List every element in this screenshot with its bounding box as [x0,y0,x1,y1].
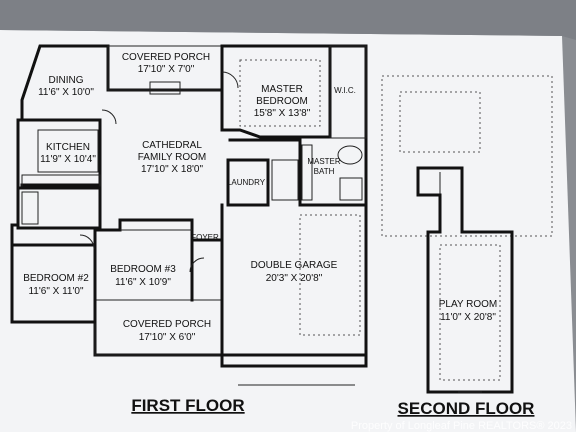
door-swing [79,234,95,250]
room-name: COVERED PORCH [122,52,210,63]
room-name-line2: BEDROOM [256,96,308,107]
garage-walls [220,203,368,357]
room-size: 17'10" X 6'0" [139,332,196,343]
vanity [301,144,313,201]
room-size: 11'0" X 20'8" [440,312,496,323]
room-name: PLAY ROOM [439,299,498,310]
room-name: MASTER [307,157,341,166]
wic-walls [329,45,367,139]
first-floor-labels: DINING 11'6" X 10'0" COVERED PORCH 17'10… [23,52,356,343]
room-size: 17'10" X 7'0" [138,64,195,75]
second-floor-open-to-below [399,91,481,153]
room-name: BEDROOM #3 [110,264,176,275]
bedroom-3-walls [93,218,194,302]
outer-wall-right [220,138,368,368]
stair-walls [416,166,464,234]
room-size: 15'8" X 13'8" [254,108,311,119]
garage-attic [299,214,361,336]
room-size: 11'6" X 11'0" [28,286,83,297]
room-size: 11'6" X 10'9" [115,277,171,288]
play-room-ceiling [439,244,501,381]
room-name: COVERED PORCH [123,319,211,330]
master-bath-walls [228,138,368,207]
room-name: W.I.C. [334,86,356,95]
room-size: 11'9" X 10'4" [40,154,96,165]
room-name: CATHEDRAL [142,140,202,151]
second-floor-attic [381,75,553,237]
room-name-line2: FAMILY ROOM [138,152,207,163]
room-size: 20'3" X 20'8" [266,273,323,284]
room-name: KITCHEN [46,142,90,153]
room-name-line2: BATH [314,167,335,176]
room-size: 11'6" X 10'0" [38,87,94,98]
hall-bath-walls [16,186,102,230]
second-floor-plan [381,75,553,394]
door-swing [101,109,117,125]
first-floor-title: FIRST FLOOR [131,396,244,415]
second-floor-title: SECOND FLOOR [398,399,535,418]
room-name: MASTER [261,84,303,95]
paper [0,30,576,432]
room-name: FOYER [191,233,219,242]
room-name: DOUBLE GARAGE [251,260,338,271]
master-ceiling [239,59,321,127]
paper-shadow [0,0,576,40]
room-name: DINING [49,75,84,86]
play-room-walls [416,166,514,394]
door-swing [189,257,205,273]
door-swing [221,71,239,89]
watermark-text: Property of Longleaf Pine REALTORS® 2023 [351,420,572,432]
first-floor-plan [10,44,368,386]
room-name: LAUNDRY [227,178,266,187]
laundry-walls [226,158,270,207]
stair-landing [271,159,299,201]
shower [339,177,363,201]
bathtub [337,145,363,165]
fireplace [149,81,181,95]
room-name: BEDROOM #2 [23,273,89,284]
room-size: 17'10" X 18'0" [141,164,204,175]
kitchen-island [37,129,99,173]
kitchen-walls [20,118,102,187]
hall-tub [21,191,39,225]
